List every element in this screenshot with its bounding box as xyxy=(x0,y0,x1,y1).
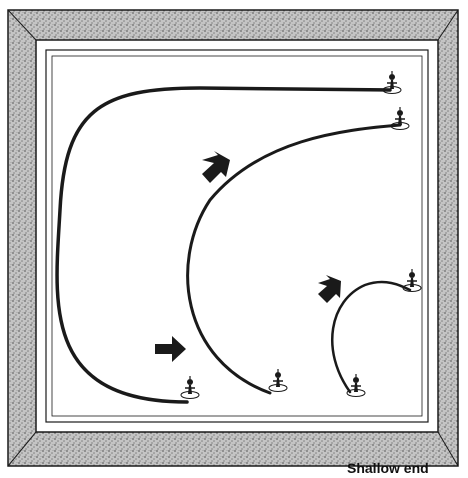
shallow-end-label: Shallow end xyxy=(347,458,468,478)
